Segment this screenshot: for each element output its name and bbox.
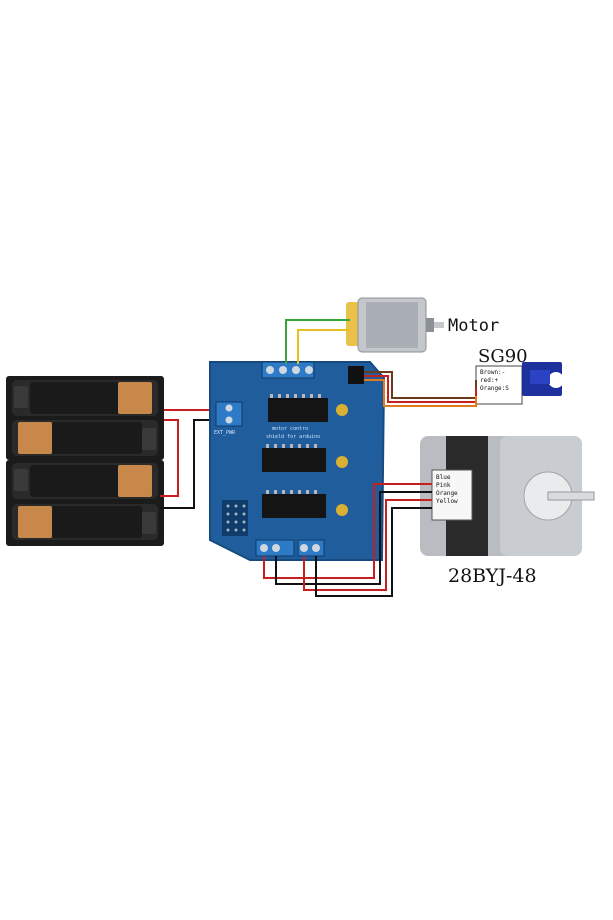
servo-wires bbox=[364, 371, 477, 407]
dc-motor bbox=[346, 297, 444, 353]
stepper-wires bbox=[263, 483, 432, 597]
battery-pack-bottom bbox=[6, 460, 164, 546]
battery-pack-top bbox=[6, 376, 164, 460]
motor-wires bbox=[285, 319, 350, 364]
motor-shield-board bbox=[209, 361, 386, 561]
servo-sg90 bbox=[475, 362, 564, 405]
stepper-motor bbox=[420, 436, 595, 556]
